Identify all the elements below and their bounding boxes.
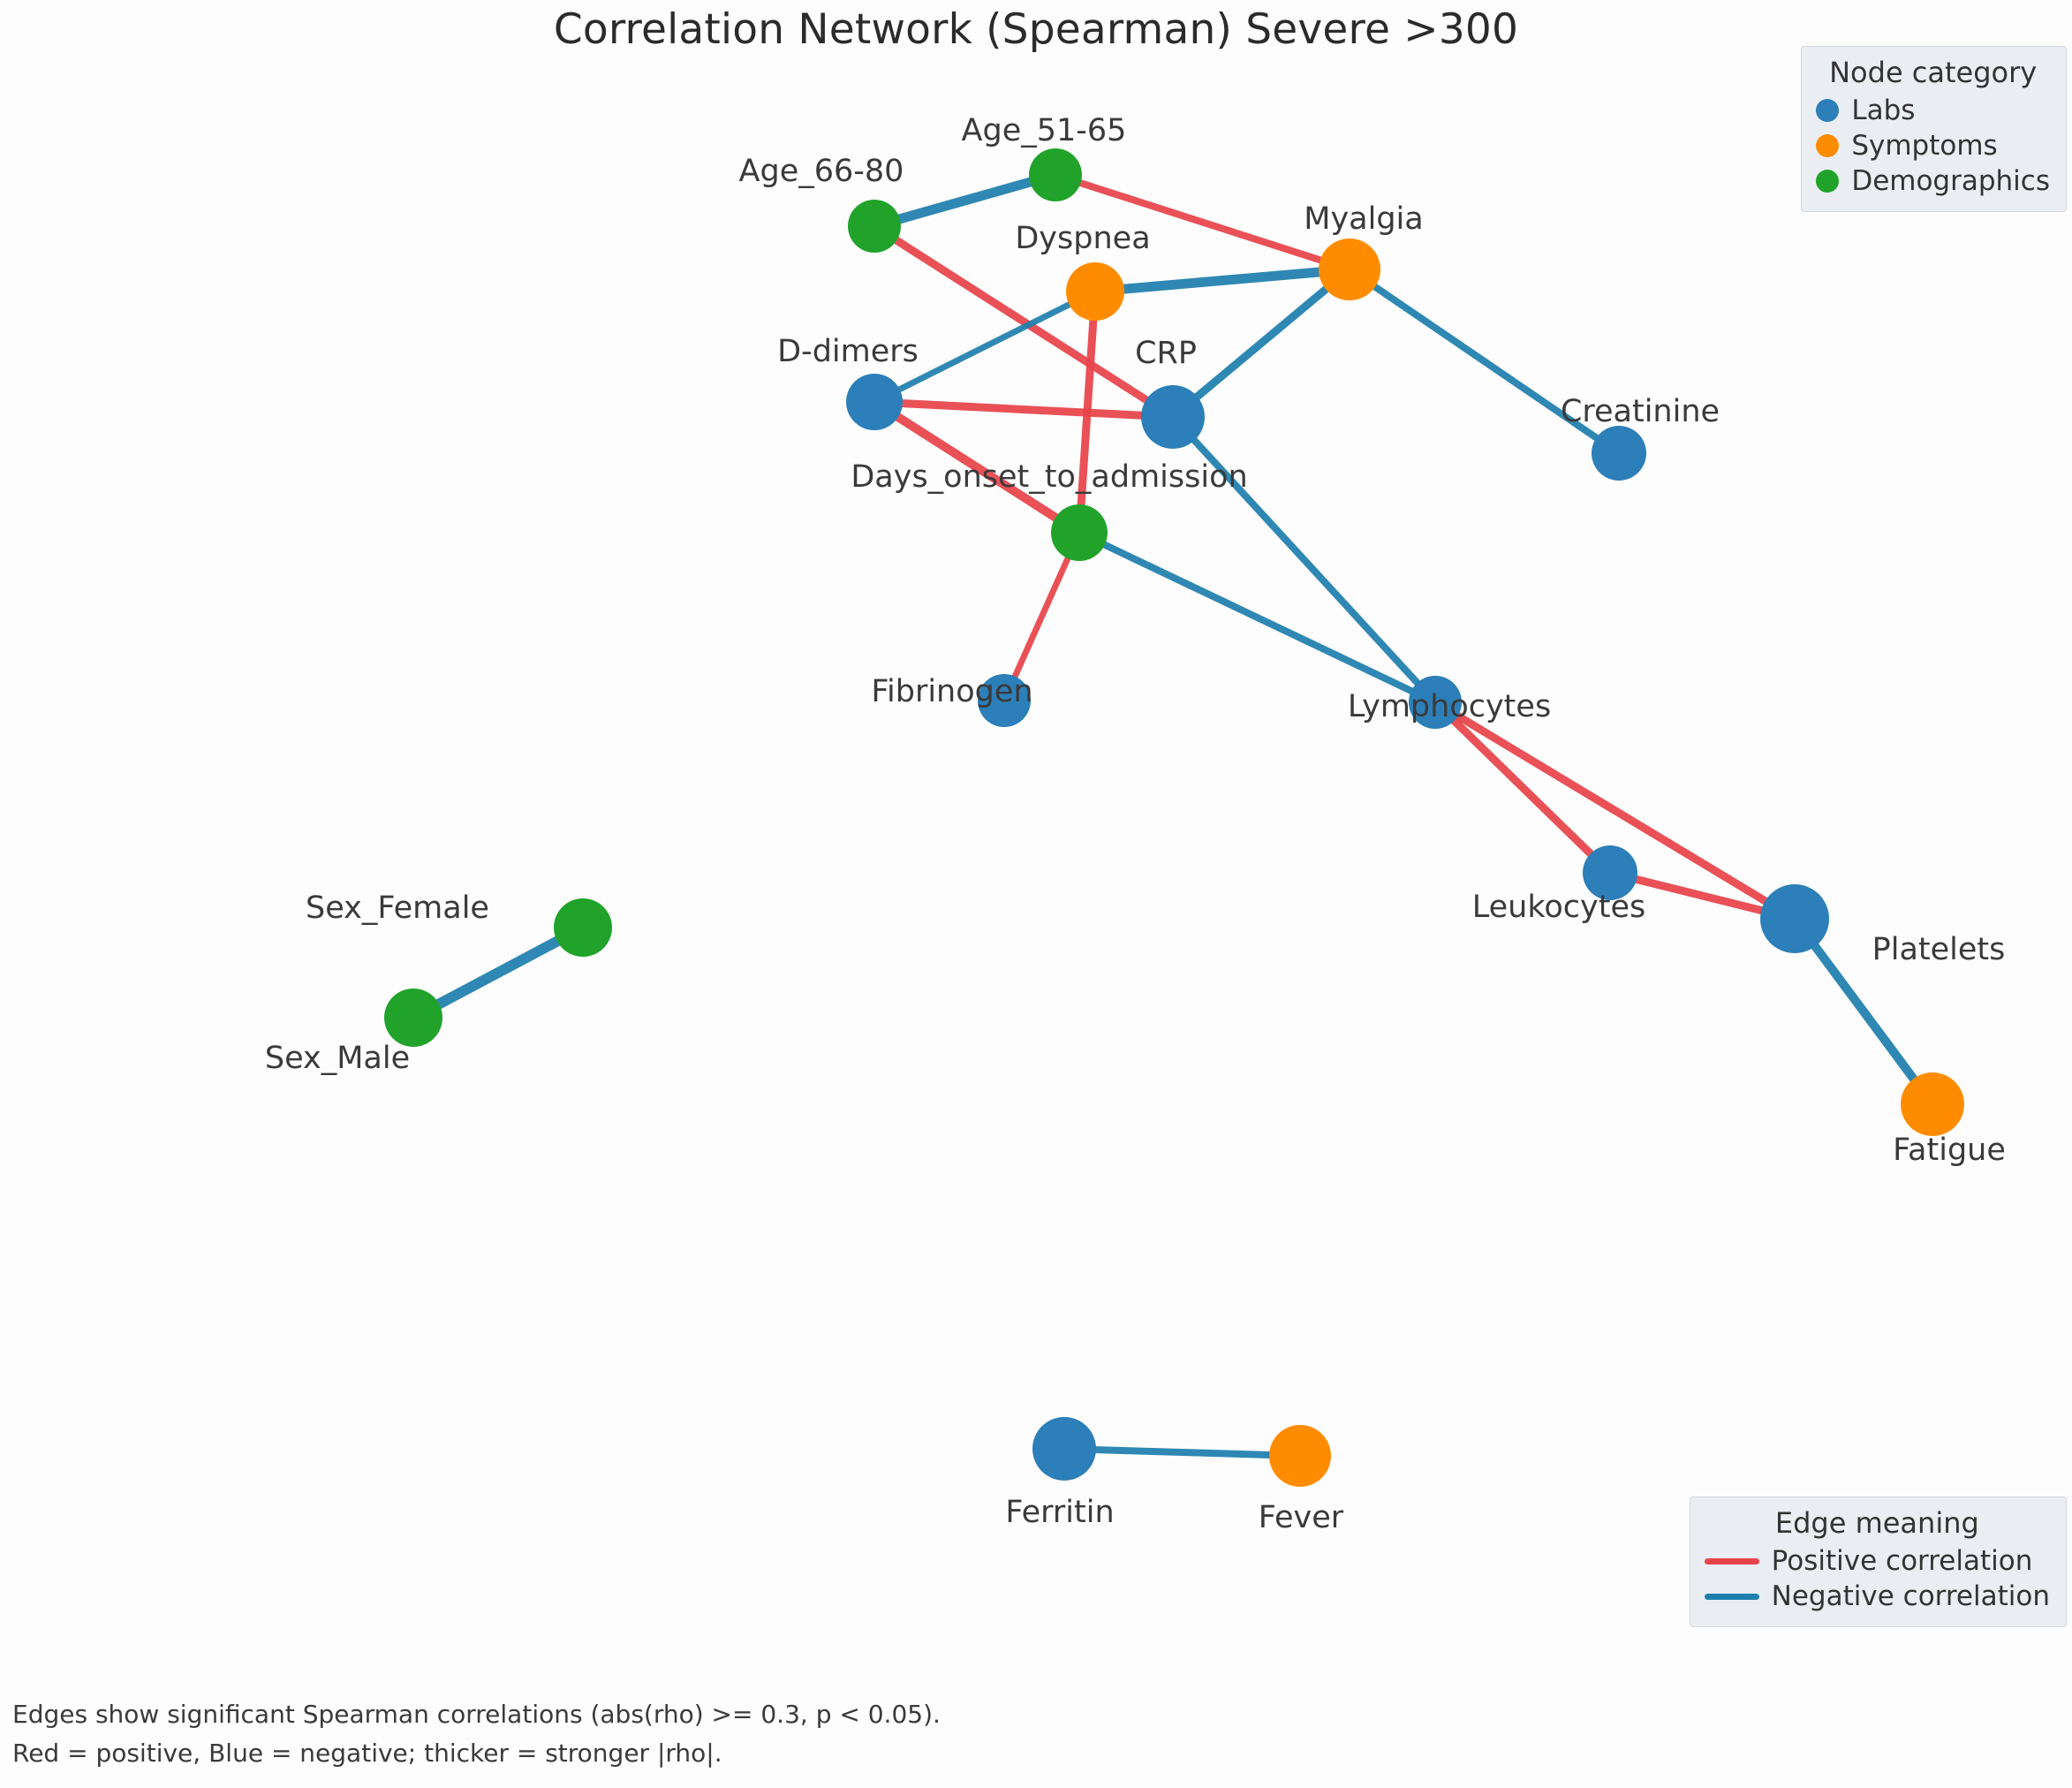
edge-D-dimers-Days_onset_to_admission <box>872 398 1082 537</box>
edge-CRP-Lymphocytes <box>1170 414 1438 705</box>
legend-item-negative: Negative correlation <box>1704 1580 2050 1612</box>
legend-item-labs: Labs <box>1816 95 2050 126</box>
node-Days_onset_to_admission[interactable] <box>1051 504 1108 561</box>
labs-color-swatch <box>1816 99 1840 122</box>
node-Age_51-65[interactable] <box>1029 148 1082 201</box>
edge-Age_66-80-CRP <box>872 223 1176 420</box>
node-label-Fibrinogen: Fibrinogen <box>871 674 1033 709</box>
demographics-color-swatch <box>1816 170 1840 193</box>
edge-Dyspnea-Myalgia <box>1094 264 1350 297</box>
node-label-Age_66-80: Age_66-80 <box>738 154 904 189</box>
legend-label-positive: Positive correlation <box>1771 1545 2033 1577</box>
node-label-Lymphocytes: Lymphocytes <box>1347 689 1552 724</box>
edge-Age_66-80-Age_51-65 <box>873 170 1057 231</box>
node-label-Ferritin: Ferritin <box>1005 1495 1115 1530</box>
node-Creatinine[interactable] <box>1592 426 1646 481</box>
edge-Ferritin-Fever <box>1063 1445 1301 1459</box>
legend-item-demographics: Demographics <box>1816 165 2050 197</box>
edges-layer <box>411 170 1937 1459</box>
edge-meaning-legend: Edge meaning Positive correlation Negati… <box>1689 1496 2067 1627</box>
node-category-legend: Node category Labs Symptoms Demographics <box>1801 46 2067 212</box>
node-D-dimers[interactable] <box>846 374 903 430</box>
node-Sex_Male[interactable] <box>384 989 442 1047</box>
node-Fatigue[interactable] <box>1901 1072 1964 1136</box>
node-Leukocytes[interactable] <box>1583 845 1637 900</box>
node-Myalgia[interactable] <box>1319 239 1380 300</box>
legend-label-labs: Labs <box>1851 95 1916 126</box>
node-label-Sex_Female: Sex_Female <box>306 890 489 926</box>
node-Dyspnea[interactable] <box>1066 262 1124 321</box>
node-Fever[interactable] <box>1269 1425 1331 1487</box>
edge-Sex_Male-Sex_Female <box>411 922 586 1023</box>
node-label-Leukocytes: Leukocytes <box>1471 890 1646 925</box>
legend-label-symptoms: Symptoms <box>1851 130 1998 162</box>
edge-Days_onset_to_admission-Fibrinogen <box>1001 531 1083 702</box>
node-legend-title: Node category <box>1829 56 2038 89</box>
edge-Dyspnea-D-dimers <box>873 288 1097 405</box>
node-label-D-dimers: D-dimers <box>777 334 919 369</box>
node-Platelets[interactable] <box>1760 884 1829 953</box>
edge-Age_51-65-Myalgia <box>1054 171 1351 273</box>
node-label-Dyspnea: Dyspnea <box>1015 221 1151 256</box>
legend-label-negative: Negative correlation <box>1771 1580 2050 1612</box>
edge-Myalgia-CRP <box>1170 266 1352 420</box>
edge-Lymphocytes-Platelets <box>1433 699 1797 922</box>
node-label-Days_onset_to_admission: Days_onset_to_admission <box>851 459 1248 495</box>
node-CRP[interactable] <box>1141 385 1205 449</box>
node-label-Age_51-65: Age_51-65 <box>961 113 1127 148</box>
positive-edge-swatch <box>1704 1557 1759 1564</box>
node-label-Fatigue: Fatigue <box>1893 1133 2006 1168</box>
negative-edge-swatch <box>1704 1593 1759 1600</box>
node-Lymphocytes[interactable] <box>1409 676 1462 729</box>
edge-Days_onset_to_admission-Lymphocytes <box>1078 529 1437 706</box>
page-title: Correlation Network (Spearman) Severe >3… <box>553 5 1519 54</box>
node-label-Myalgia: Myalgia <box>1304 201 1424 237</box>
edge-Platelets-Fatigue <box>1790 916 1937 1107</box>
legend-item-symptoms: Symptoms <box>1816 130 2050 162</box>
node-label-Fever: Fever <box>1258 1500 1344 1535</box>
edge-legend-title: Edge meaning <box>1774 1506 1979 1540</box>
edge-Lymphocytes-Leukocytes <box>1432 699 1614 876</box>
node-label-Creatinine: Creatinine <box>1560 394 1720 429</box>
node-label-Platelets: Platelets <box>1872 932 2006 967</box>
node-label-CRP: CRP <box>1135 336 1197 371</box>
caption-line-1: Edges show significant Spearman correlat… <box>12 1700 941 1730</box>
node-Fibrinogen[interactable] <box>978 674 1031 727</box>
node-Sex_Female[interactable] <box>554 898 612 957</box>
caption-line-2: Red = positive, Blue = negative; thicker… <box>12 1739 722 1769</box>
node-Ferritin[interactable] <box>1032 1417 1096 1481</box>
node-Age_66-80[interactable] <box>848 200 901 253</box>
node-label-Sex_Male: Sex_Male <box>264 1041 411 1076</box>
edge-D-dimers-CRP <box>873 398 1174 421</box>
legend-label-demographics: Demographics <box>1851 165 2050 197</box>
nodes-layer <box>384 148 1964 1487</box>
symptoms-color-swatch <box>1816 134 1840 157</box>
legend-item-positive: Positive correlation <box>1704 1545 2050 1577</box>
edge-Myalgia-Creatinine <box>1347 266 1622 457</box>
